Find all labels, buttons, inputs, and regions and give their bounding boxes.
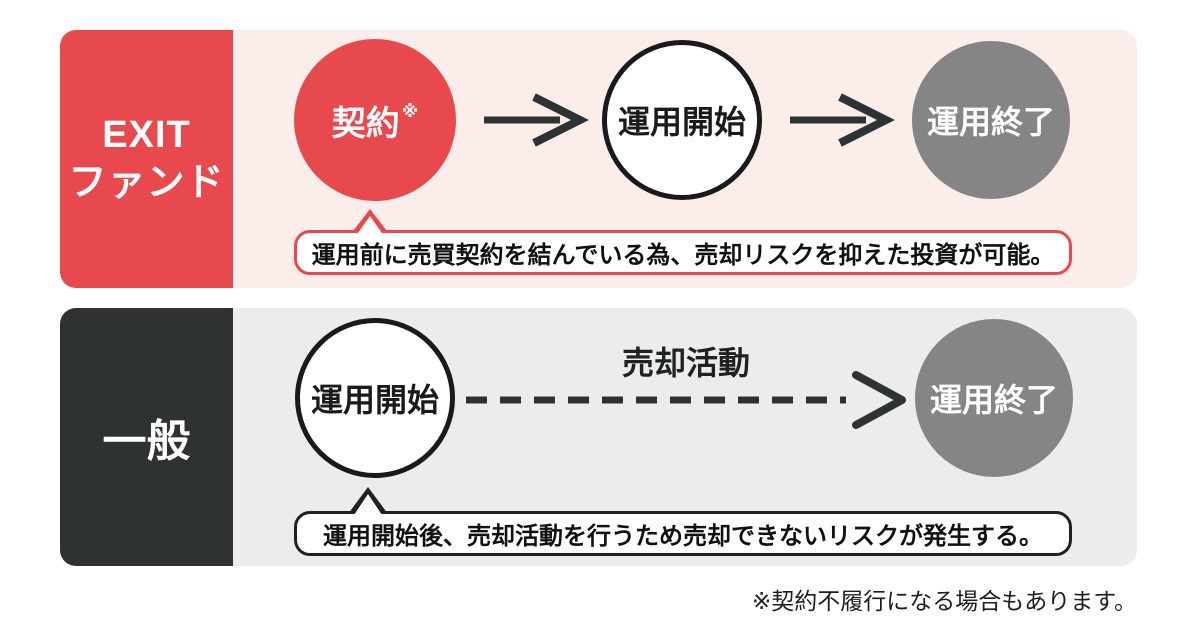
contract-step-circle: 契約※ (294, 39, 456, 201)
contract-note-mark: ※ (401, 101, 419, 121)
general-row-label: 一般 (60, 308, 233, 566)
exit-fund-label-line1: EXIT (102, 114, 191, 156)
contract-footnote: ※契約不履行になる場合もあります。 (752, 588, 1137, 614)
general-label: 一般 (102, 417, 191, 466)
dashed-arrow-right-icon (466, 371, 906, 429)
speech-bubble-tail-fill (356, 216, 384, 236)
operation-start-circle-bottom: 運用開始 (295, 318, 455, 478)
exit-fund-row-label: EXIT ファンド (60, 30, 233, 288)
arrow-right-icon (790, 93, 895, 147)
contract-step-label: 契約※ (331, 101, 419, 143)
operation-end-circle-bottom: 運用終了 (915, 319, 1073, 477)
exit-fund-label-line2: ファンド (68, 162, 225, 204)
general-note-bubble: 運用開始後、売却活動を行うため売却できないリスクが発生する。 (294, 511, 1072, 556)
speech-bubble-tail-fill (354, 494, 382, 515)
exit-fund-note-bubble: 運用前に売買契約を結んでいる為、売却リスクを抑えた投資が可能。 (294, 230, 1072, 275)
selling-activity-label: 売却活動 (621, 345, 750, 381)
operation-start-circle-top: 運用開始 (602, 40, 762, 200)
operation-end-circle-top: 運用終了 (912, 41, 1070, 199)
arrow-right-icon (484, 93, 589, 147)
